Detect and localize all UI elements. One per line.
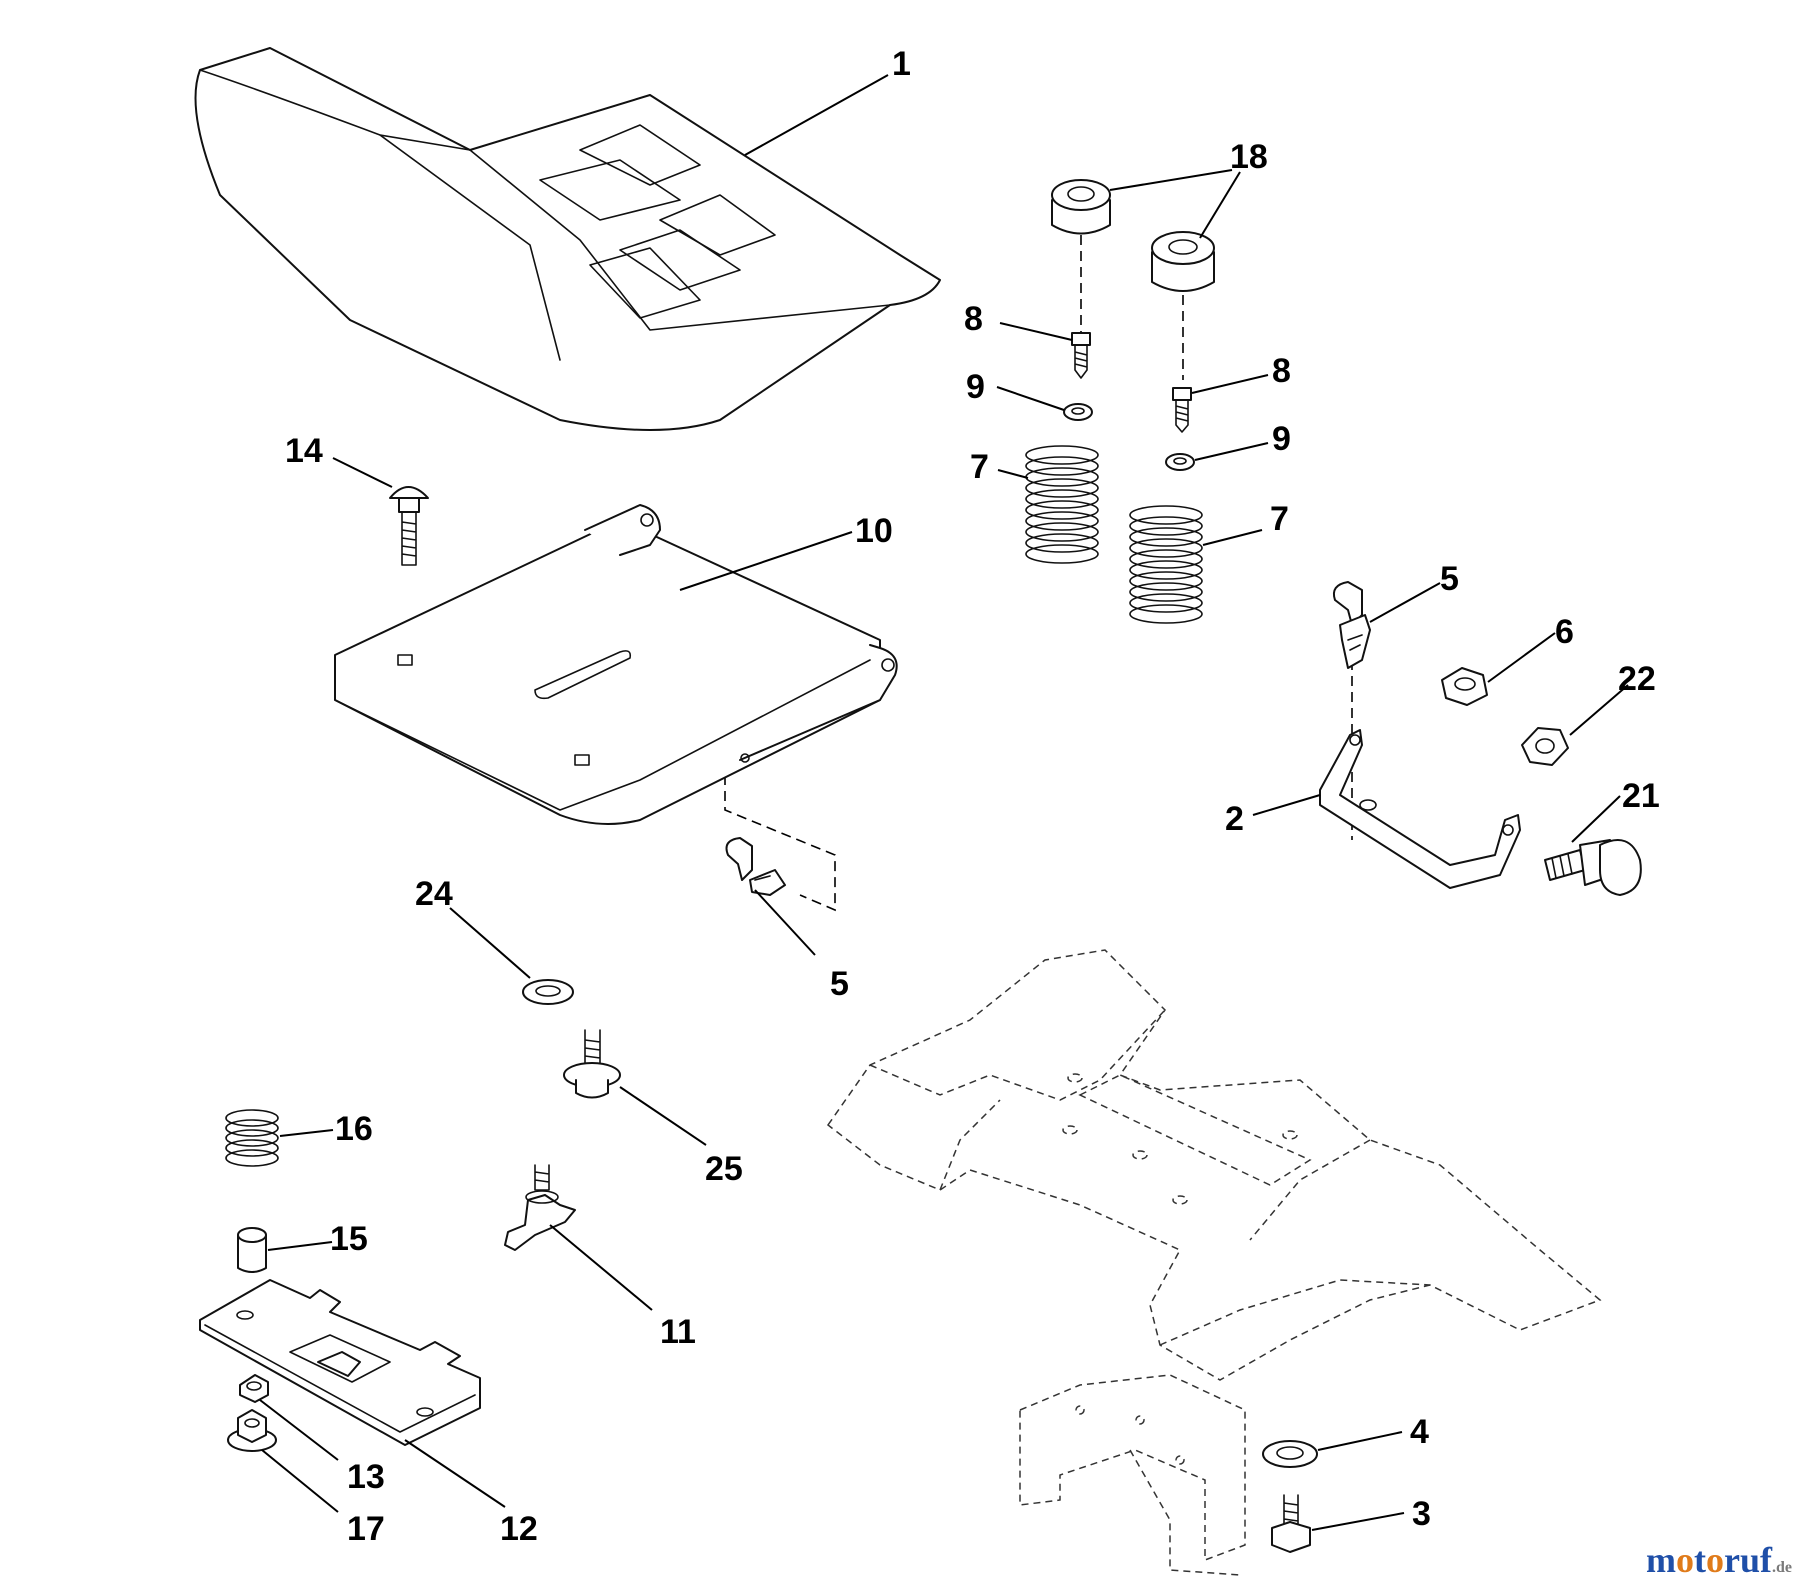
spacer: [237, 1227, 267, 1273]
adjustment-knob: [504, 1164, 576, 1251]
carriage-bolt: [389, 486, 429, 566]
seat-pan: [334, 504, 898, 825]
hex-nut-22: [1521, 727, 1569, 766]
flange-bolt-25: [563, 1029, 621, 1099]
bumper-right: [1151, 231, 1215, 292]
callout-clip-lower: 5: [830, 965, 849, 1003]
watermark-suffix: .de: [1772, 1559, 1792, 1576]
callout-seat: 1: [892, 45, 911, 83]
leader-lines: [259, 74, 1629, 1531]
callout-spring-right: 7: [1270, 500, 1289, 538]
slide-plate: [199, 1279, 481, 1446]
nut-6: [1441, 667, 1488, 706]
flange-nut-13: [239, 1374, 269, 1403]
bolt-3: [1271, 1494, 1311, 1553]
seat: [194, 47, 941, 431]
mounting-bracket: [1319, 729, 1521, 889]
watermark-logo: motoruf.de: [1646, 1539, 1792, 1581]
spring-left: [1025, 445, 1099, 564]
callout-washer-right: 9: [1272, 420, 1291, 458]
screw-left: [1071, 332, 1091, 379]
callout-flange-bolt-25: 25: [705, 1150, 743, 1188]
callout-screw-right: 8: [1272, 352, 1291, 390]
washer-4: [1262, 1440, 1318, 1468]
callout-washer-24: 24: [415, 875, 453, 913]
callout-washer-left: 9: [966, 368, 985, 406]
callout-clip-upper: 5: [1440, 560, 1459, 598]
callout-washer-bottom: 4: [1410, 1413, 1429, 1451]
screw-right: [1172, 387, 1192, 433]
washer-right: [1165, 453, 1195, 471]
callout-shoulder-bolt: 21: [1622, 777, 1660, 815]
bumper-left: [1051, 179, 1111, 235]
clip-upper: [1332, 581, 1371, 669]
callout-bracket: 2: [1225, 800, 1244, 838]
callout-bumper: 18: [1230, 138, 1268, 176]
callout-numbers: 1 18 8 8 9 9 7 7 5 6 22 21 2 14 10 24 5 …: [285, 45, 1660, 1548]
washer-left: [1063, 403, 1093, 421]
callout-slide-plate: 12: [500, 1510, 538, 1548]
callout-screw-left: 8: [964, 300, 983, 338]
callout-flange-nut-13: 13: [347, 1458, 385, 1496]
callout-knob: 11: [660, 1313, 696, 1351]
frame-bracket-outline: [1019, 1374, 1246, 1576]
callout-spring-left: 7: [970, 448, 989, 486]
callout-flange-nut-17: 17: [347, 1510, 385, 1548]
clip-lower: [725, 837, 786, 896]
small-spring: [225, 1109, 279, 1167]
shoulder-bolt: [1544, 839, 1642, 896]
fender-outline: [826, 949, 1602, 1381]
callout-pan: 10: [855, 512, 893, 550]
callout-small-spring: 16: [335, 1110, 373, 1148]
callout-carriage-bolt: 14: [285, 432, 323, 470]
flange-nut-17: [227, 1409, 277, 1452]
callout-nut-6: 6: [1555, 613, 1574, 651]
callout-hex-nut-22: 22: [1618, 660, 1656, 698]
spring-right: [1129, 505, 1203, 624]
watermark-main: motoruf: [1645, 1540, 1772, 1580]
callout-bolt-bottom: 3: [1412, 1495, 1431, 1533]
washer-24: [522, 979, 574, 1005]
callout-spacer: 15: [330, 1220, 368, 1258]
